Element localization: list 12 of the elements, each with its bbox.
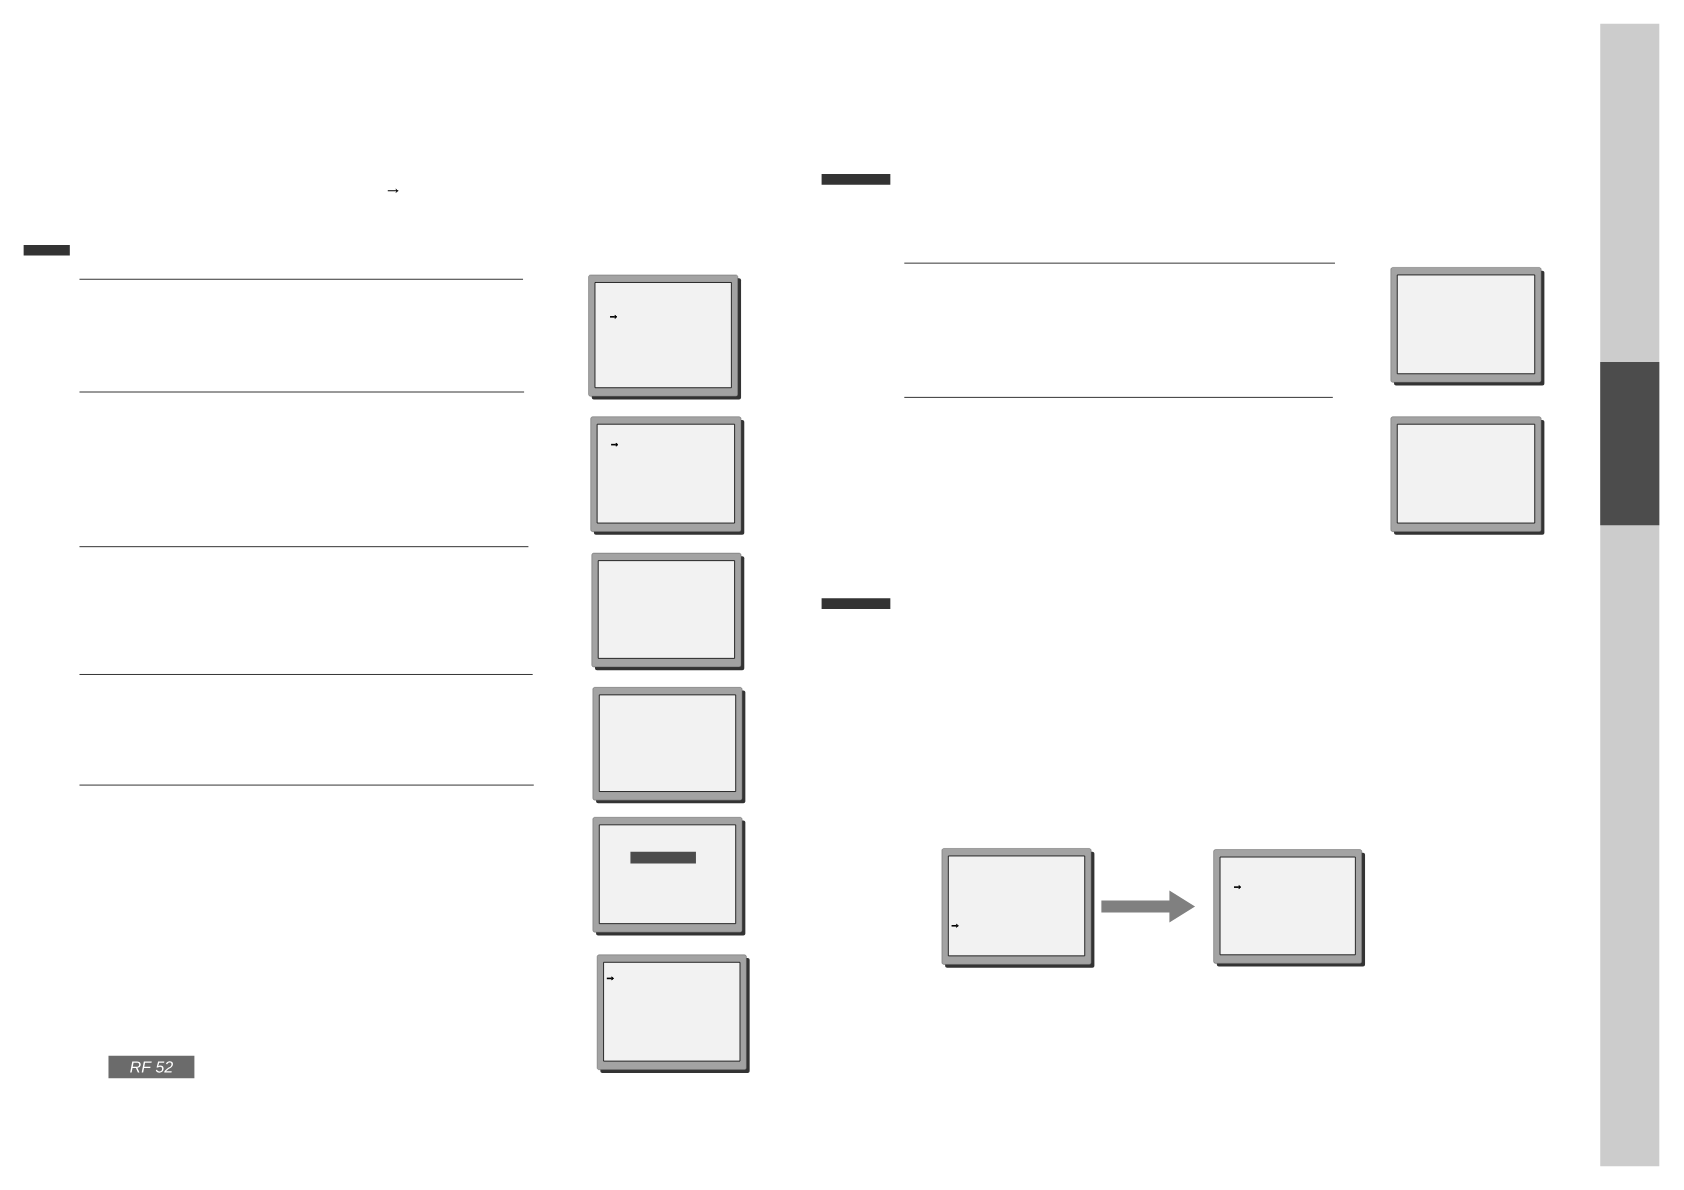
screen-drawing (591, 552, 745, 671)
screen-drawing (588, 274, 742, 400)
arrow-symbol: → (387, 188, 399, 193)
screen-drawing (1390, 267, 1545, 386)
screen-drawing (941, 848, 1095, 968)
screen-drawing (1390, 416, 1545, 535)
screen-drawing (1213, 849, 1366, 967)
screen-drawing (590, 416, 745, 535)
display-panel: RF 52 (108, 1055, 195, 1079)
screen-drawing (592, 687, 746, 804)
screen-drawing (592, 817, 746, 936)
screen-drawing (596, 954, 750, 1073)
